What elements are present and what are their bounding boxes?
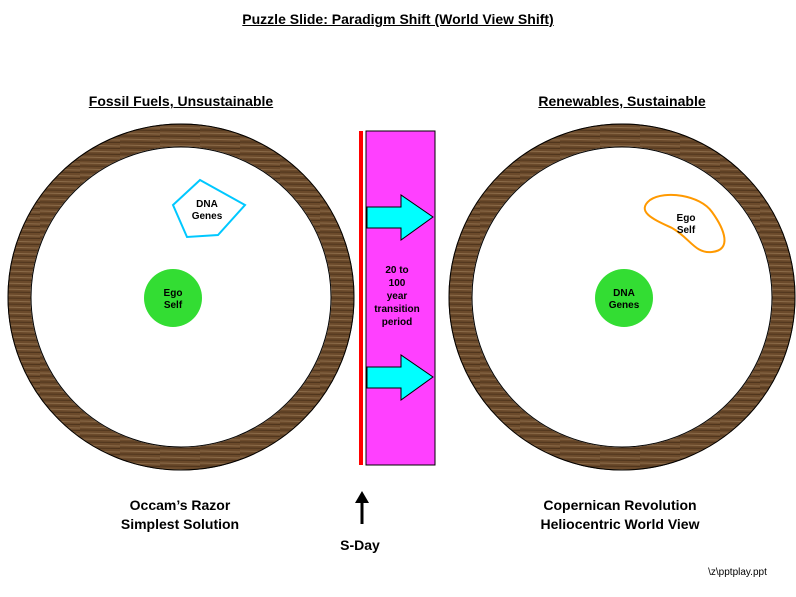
left-caption: Occam’s Razor Simplest Solution <box>75 496 285 534</box>
right-center-circle <box>595 269 653 327</box>
transition-label-2: 100 <box>389 278 406 289</box>
footer-filename: \z\pptplay.ppt <box>708 567 767 578</box>
transition-label-1: 20 to <box>385 265 408 276</box>
left-caption-line-2: Simplest Solution <box>120 516 240 532</box>
left-dna-pentagon <box>171 178 247 239</box>
left-heading: Fossil Fuels, Unsustainable <box>88 93 274 109</box>
s-day-label: S-Day <box>340 537 380 553</box>
slide-title: Puzzle Slide: Paradigm Shift (World View… <box>242 11 554 27</box>
left-center-label-2: Self <box>164 300 183 311</box>
right-caption: Copernican Revolution Heliocentric World… <box>500 496 740 534</box>
transition-label-4: transition <box>374 304 420 315</box>
transition-label-3: year <box>387 291 408 302</box>
arrow-up-icon <box>355 491 369 524</box>
right-caption-line-1: Copernican Revolution <box>543 497 697 513</box>
left-outer-label-2: Genes <box>192 211 223 222</box>
s-day-red-line <box>359 131 363 465</box>
right-center-label-1: DNA <box>613 288 635 299</box>
right-outer-label-2: Self <box>677 225 696 236</box>
left-caption-line-1: Occam’s Razor <box>129 497 231 513</box>
left-outer-label-1: DNA <box>196 199 218 210</box>
right-caption-line-2: Heliocentric World View <box>540 516 700 532</box>
left-center-label-1: Ego <box>164 288 183 299</box>
right-heading: Renewables, Sustainable <box>538 93 706 109</box>
right-center-label-2: Genes <box>609 300 640 311</box>
right-outer-label-1: Ego <box>677 213 696 224</box>
arrow-right-icon <box>366 194 434 241</box>
left-center-circle <box>144 269 202 327</box>
arrow-right-icon <box>366 354 434 401</box>
transition-bar <box>365 130 436 466</box>
transition-label-5: period <box>382 317 413 328</box>
right-ego-blob <box>643 193 726 254</box>
